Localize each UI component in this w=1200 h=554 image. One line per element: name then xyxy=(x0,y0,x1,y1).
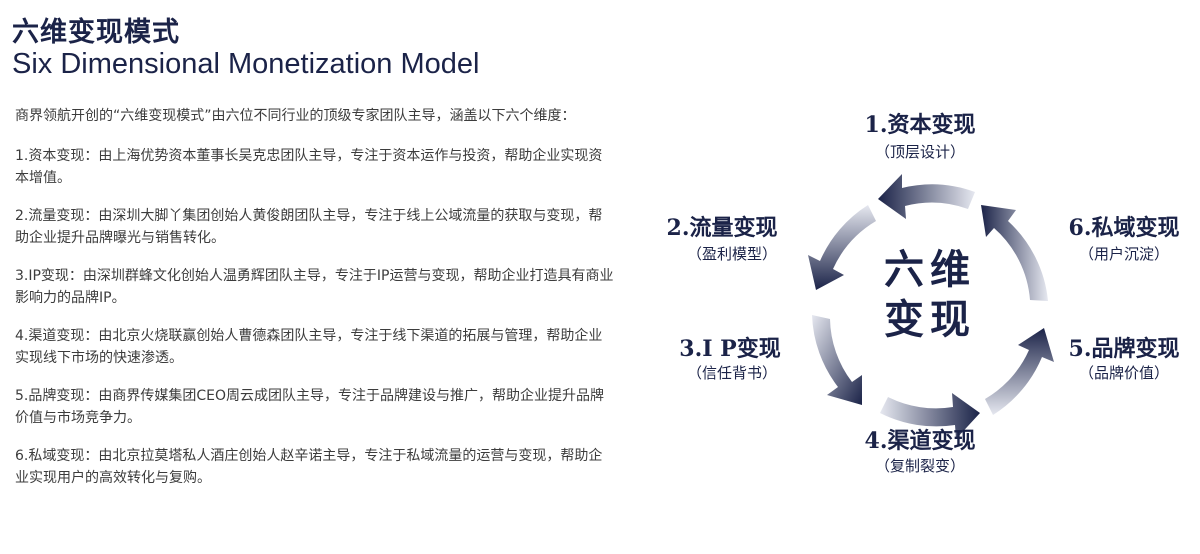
arrow-segment-bottom xyxy=(880,393,980,439)
stage-2-subtitle: （盈利模型） xyxy=(686,245,778,263)
stage-3-title: 3.I P变现 xyxy=(679,336,781,362)
center-label: 六维 变现 xyxy=(884,245,976,345)
dimension-paragraph-6: 6.私域变现：由北京拉莫塔私人酒庄创始人赵辛诺主导，专注于私域流量的运营与变现，… xyxy=(15,448,603,486)
dimension-paragraph-2: 2.流量变现：由深圳大脚丫集团创始人黄俊朗团队主导，专注于线上公域流量的获取与变… xyxy=(15,208,603,246)
stage-6-subtitle: （用户沉淀） xyxy=(1078,245,1170,263)
stage-5-subtitle: （品牌价值） xyxy=(1078,364,1170,382)
arrow-segment-top xyxy=(878,174,975,219)
stage-3-subtitle: （信任背书） xyxy=(686,364,778,382)
stage-5-title: 5.品牌变现 xyxy=(1068,336,1180,362)
arrow-segment-lower-left xyxy=(812,315,862,405)
stage-6-title: 6.私域变现 xyxy=(1068,215,1180,241)
arrow-segment-lower-right xyxy=(985,328,1054,415)
cycle-diagram: 六维 变现 1.资本变现 （顶层设计） 2.流量变现 （盈利模型） 3.I P变… xyxy=(640,95,1200,515)
arrow-segment-upper-left xyxy=(808,205,876,290)
page-title-cn: 六维变现模式 xyxy=(12,17,180,48)
intro-paragraph: 商界领航开创的“六维变现模式”由六位不同行业的顶级专家团队主导，涵盖以下六个维度… xyxy=(15,108,576,124)
dimension-paragraph-5: 5.品牌变现：由商界传媒集团CEO周云成团队主导，专注于品牌建设与推广，帮助企业… xyxy=(15,388,604,426)
stage-4-title: 4.渠道变现 xyxy=(864,428,976,454)
dimension-paragraph-1: 1.资本变现：由上海优势资本董事长吴克忠团队主导，专注于资本运作与投资，帮助企业… xyxy=(15,148,603,186)
center-label-line2: 变现 xyxy=(884,296,976,343)
stage-4-subtitle: （复制裂变） xyxy=(874,457,966,475)
center-label-line1: 六维 xyxy=(884,246,976,293)
arrow-segment-upper-right xyxy=(981,205,1048,301)
dimension-paragraph-4: 4.渠道变现：由北京火烧联赢创始人曹德森团队主导，专注于线下渠道的拓展与管理，帮… xyxy=(15,328,603,366)
cycle-arrows xyxy=(808,174,1054,439)
dimension-paragraph-3: 3.IP变现：由深圳群蜂文化创始人温勇辉团队主导，专注于IP运营与变现，帮助企业… xyxy=(15,268,614,306)
stage-1-subtitle: （顶层设计） xyxy=(874,143,966,161)
page-title-en: Six Dimensional Monetization Model xyxy=(12,48,480,80)
description-column: 商界领航开创的“六维变现模式”由六位不同行业的顶级专家团队主导，涵盖以下六个维度… xyxy=(15,105,615,505)
stage-1-title: 1.资本变现 xyxy=(864,112,976,138)
stage-2-title: 2.流量变现 xyxy=(666,215,778,241)
